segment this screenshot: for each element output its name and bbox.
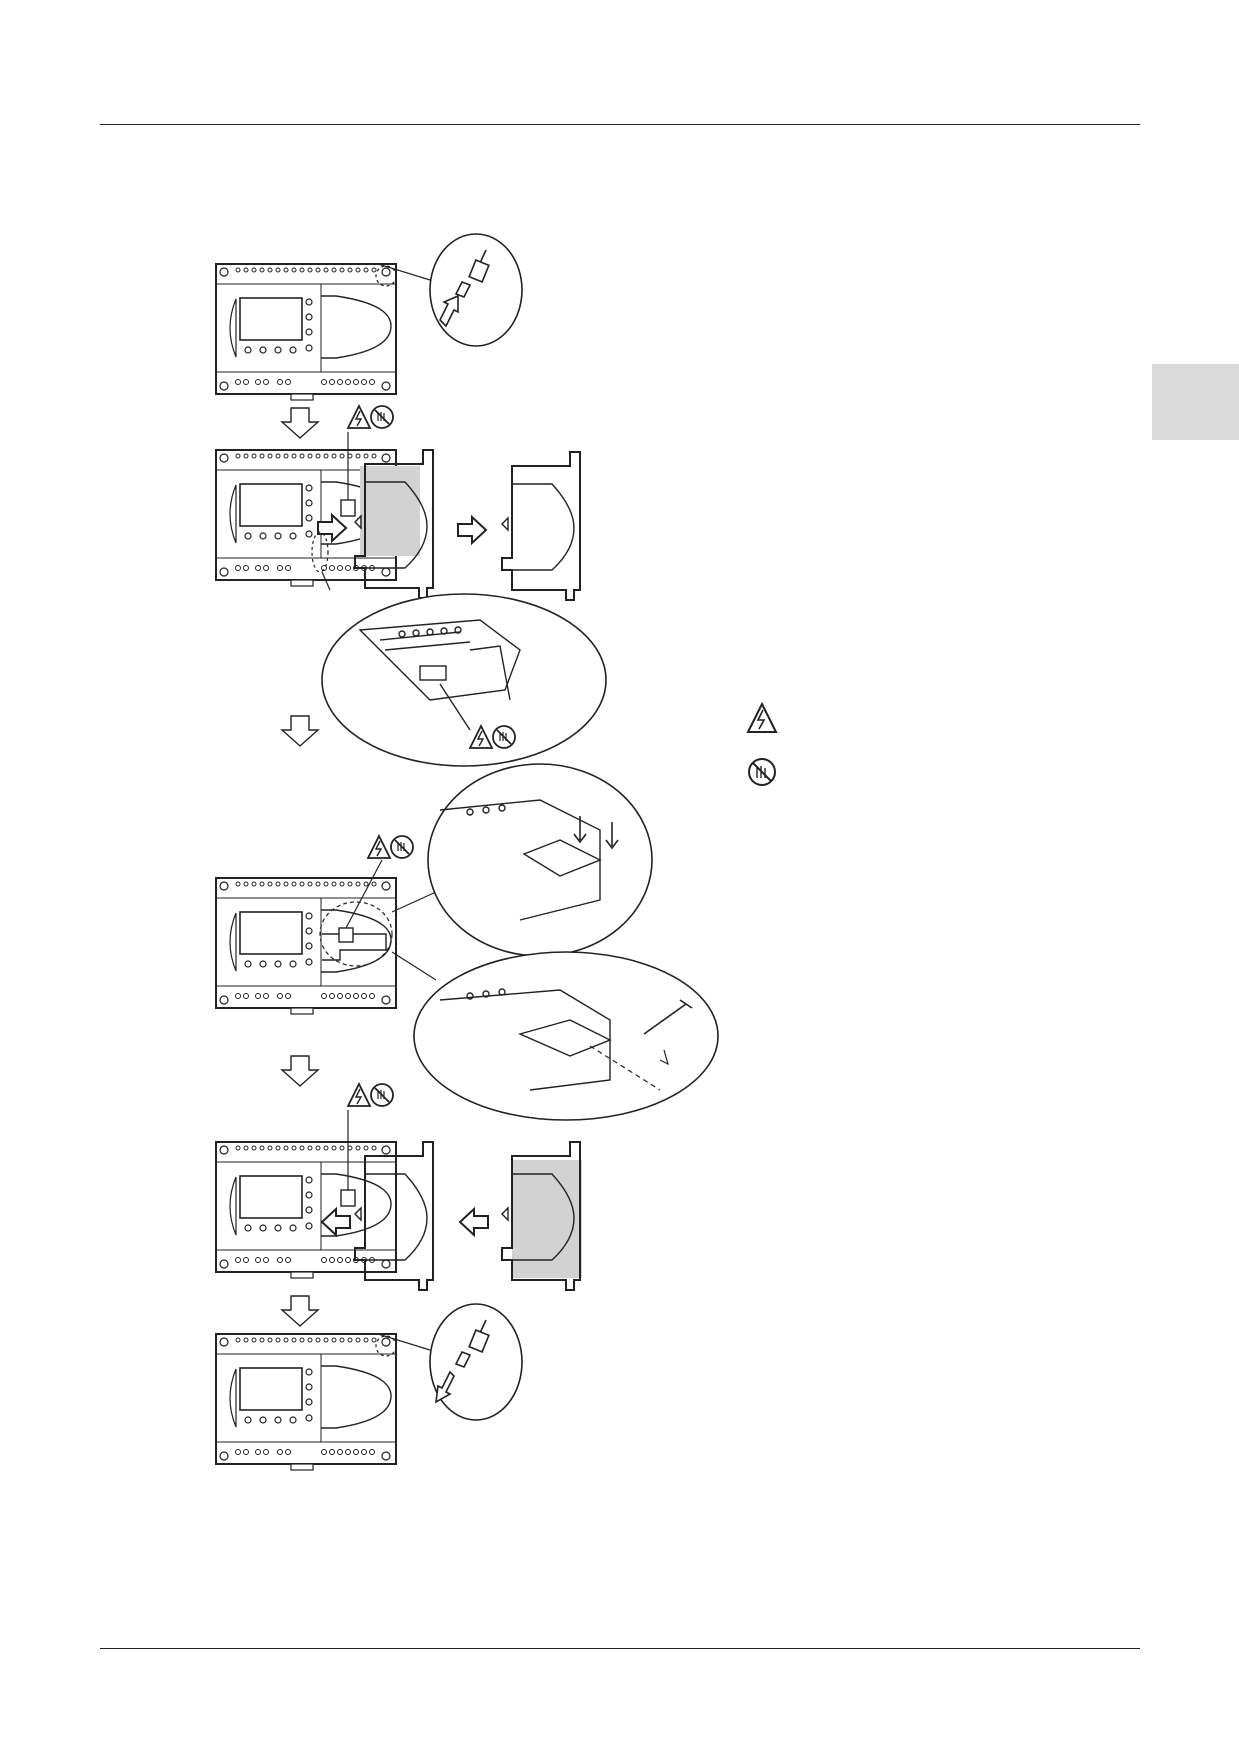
no-touch-icon	[748, 758, 776, 786]
chapter-tab	[1152, 364, 1239, 440]
detail-callout	[429, 233, 523, 347]
electrical-hazard-icon	[746, 701, 778, 733]
footer-rule	[100, 1648, 1140, 1649]
header-rule	[100, 124, 1140, 125]
